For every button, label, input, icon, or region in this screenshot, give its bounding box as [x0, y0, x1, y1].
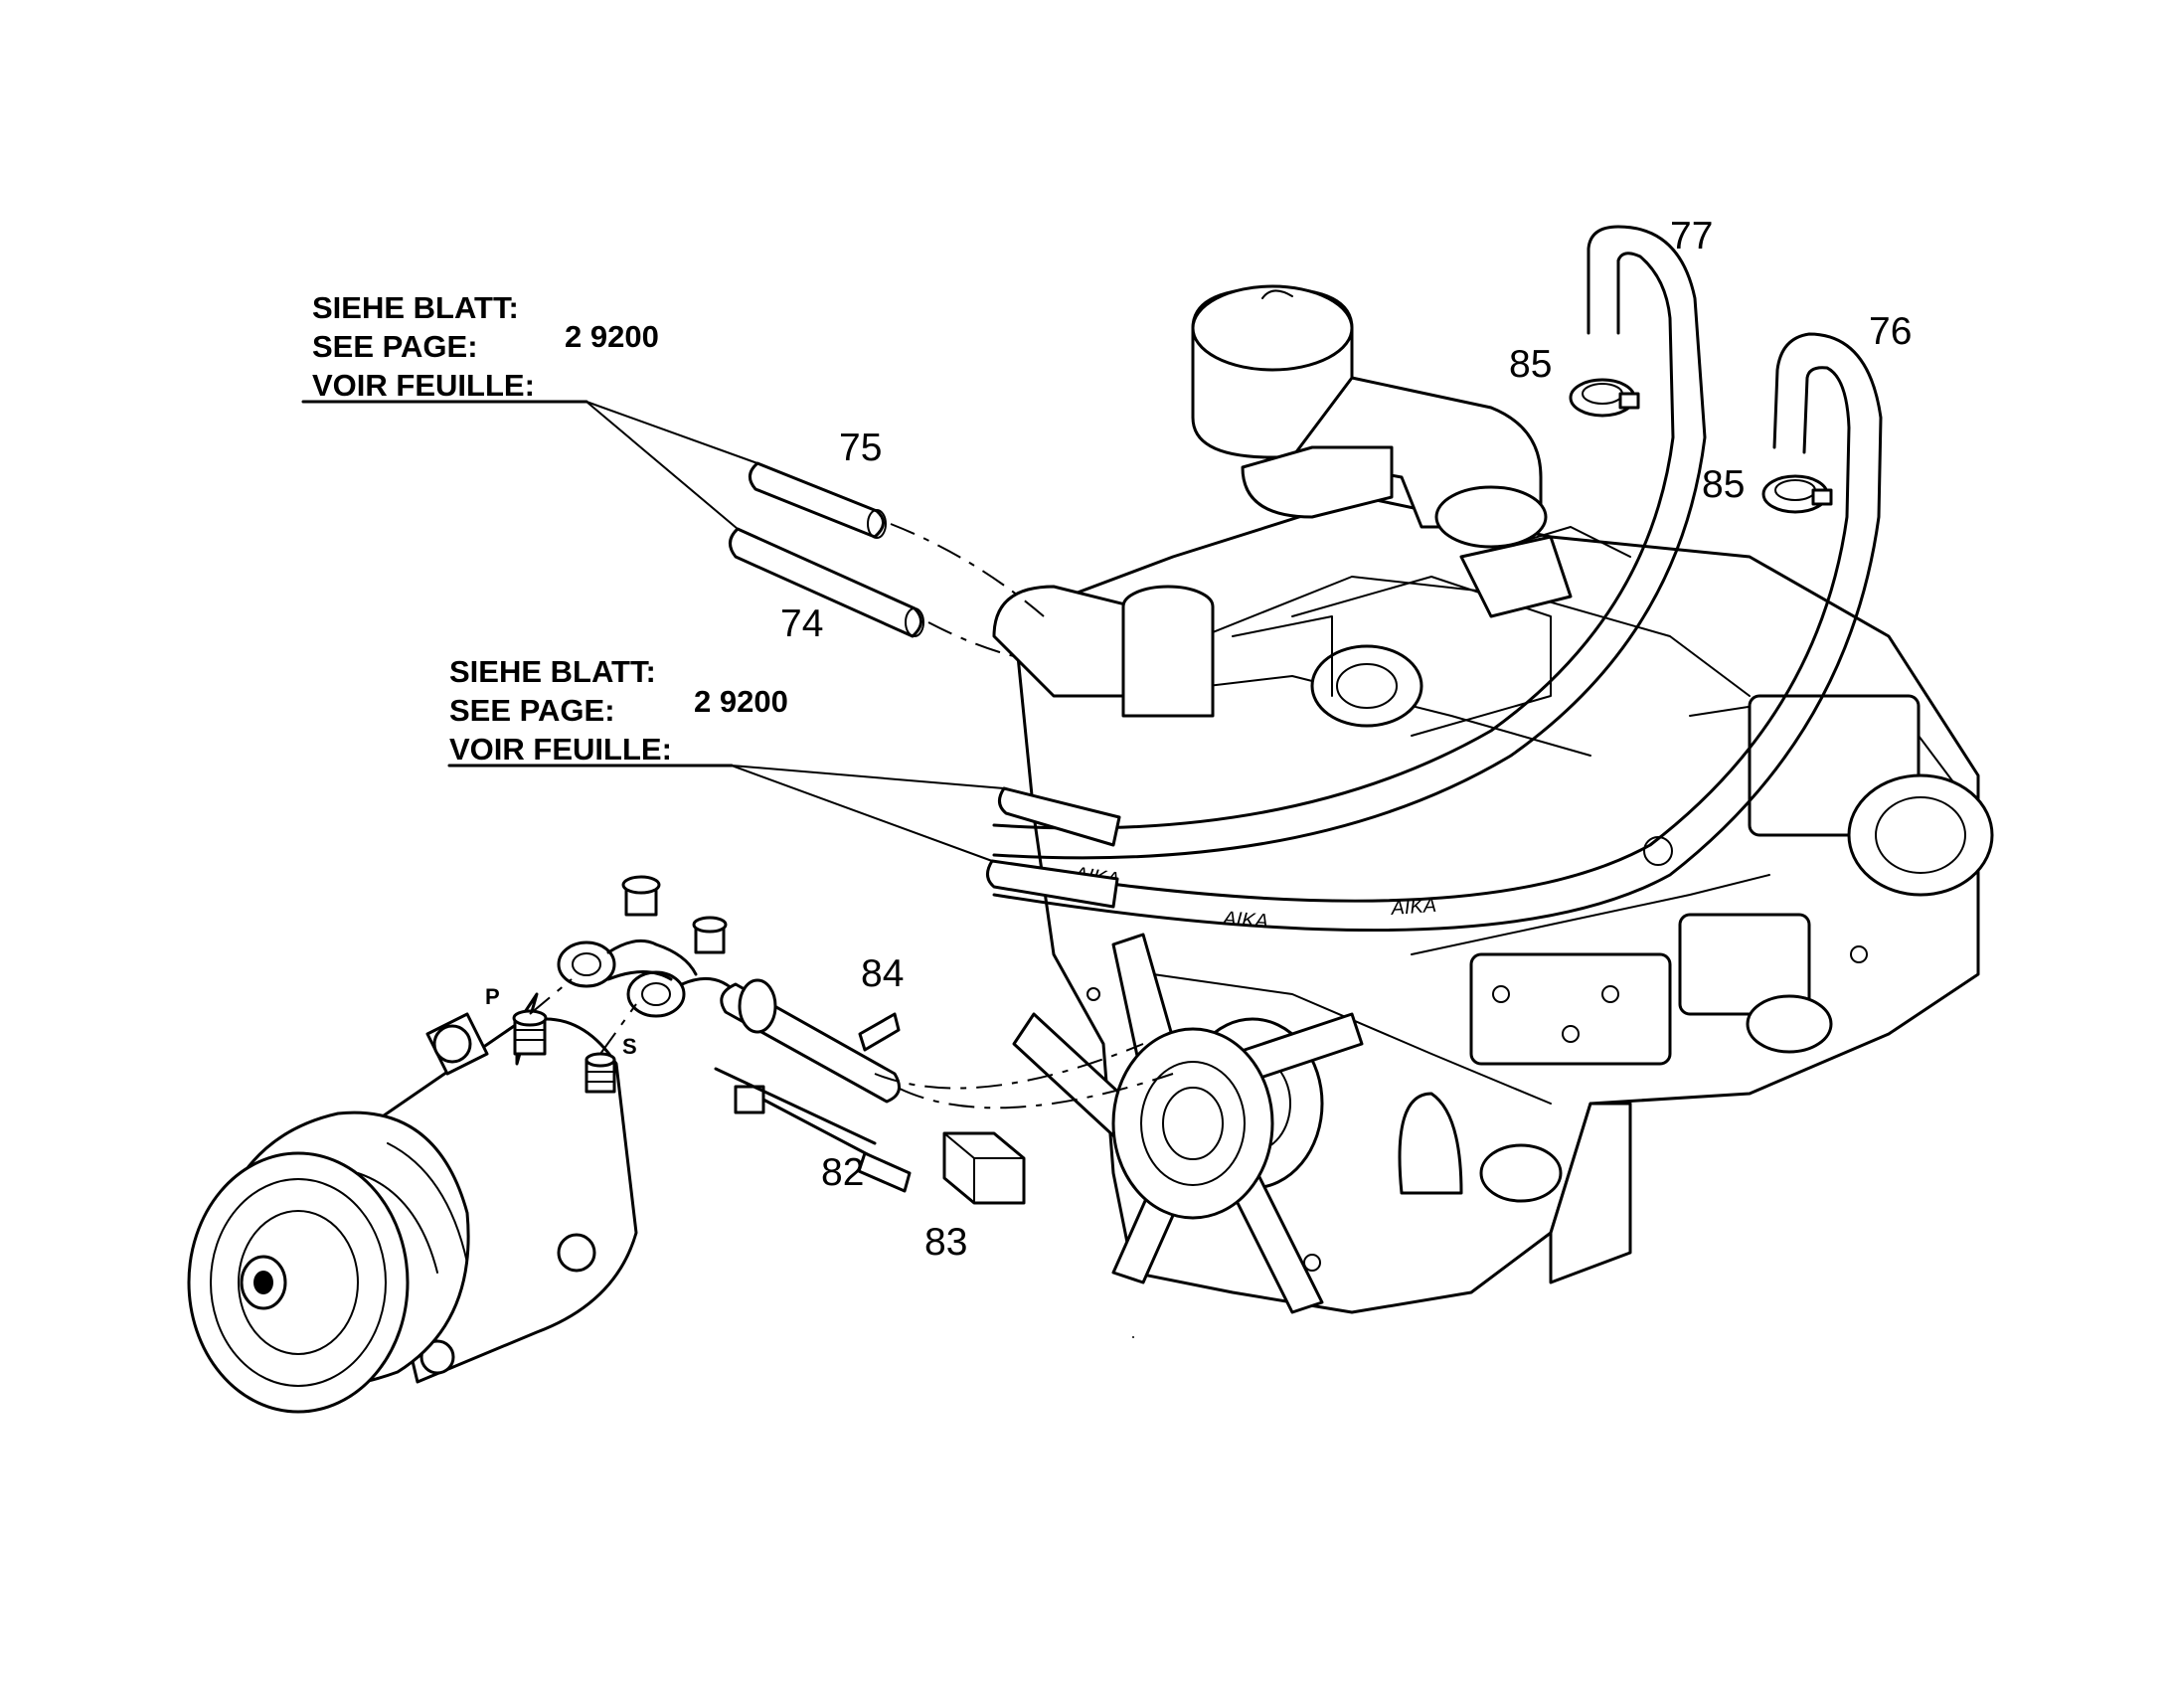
port-label-pressure: P [485, 984, 500, 1009]
reference-block-upper: SIEHE BLATT: SEE PAGE: VOIR FEUILLE: [312, 288, 535, 405]
hose-clamp-icon [1761, 474, 1833, 514]
reference-label: SIEHE BLATT: [449, 654, 656, 689]
callout-77: 77 [1670, 215, 1714, 257]
callout-74: 74 [780, 602, 824, 645]
hose-75-icon [749, 461, 887, 539]
hose-76-icon [992, 332, 1883, 933]
air-filter-icon [1191, 284, 1573, 618]
reference-page-upper: 2 9200 [565, 319, 659, 354]
fitting-icon [557, 875, 901, 1104]
callout-85-upper: 85 [1509, 343, 1553, 386]
hose-clamp-icon [1569, 378, 1640, 418]
block-83-icon [942, 1131, 1026, 1205]
svg-text:AIKA: AIKA [1222, 908, 1269, 933]
reference-label: SEE PAGE: [312, 329, 478, 364]
reference-leaders [301, 400, 1005, 862]
hose-74-icon [729, 527, 924, 638]
reference-label: SIEHE BLATT: [312, 290, 519, 325]
lower-hoses [986, 786, 1121, 909]
sensor-tab-icon [858, 1012, 901, 1052]
reference-label: SEE PAGE: [449, 693, 615, 728]
reference-label: VOIR FEUILLE: [449, 732, 672, 767]
port-label-suction: S [622, 1034, 637, 1059]
reference-block-lower: SIEHE BLATT: SEE PAGE: VOIR FEUILLE: [449, 652, 672, 769]
reference-page-lower: 2 9200 [694, 684, 788, 719]
fan-icon [1012, 933, 1364, 1314]
callout-83: 83 [924, 1221, 968, 1264]
callout-85-lower: 85 [1702, 463, 1746, 506]
callout-76: 76 [1869, 310, 1913, 353]
callout-82: 82 [821, 1151, 865, 1194]
callout-75: 75 [839, 427, 883, 469]
hose-77-icon [992, 225, 1707, 860]
sensor-icon [714, 1067, 912, 1193]
callout-84: 84 [861, 952, 905, 995]
ac-compressor-icon [187, 978, 638, 1414]
svg-text:AIKA: AIKA [1390, 895, 1437, 920]
reference-label: VOIR FEUILLE: [312, 368, 535, 403]
